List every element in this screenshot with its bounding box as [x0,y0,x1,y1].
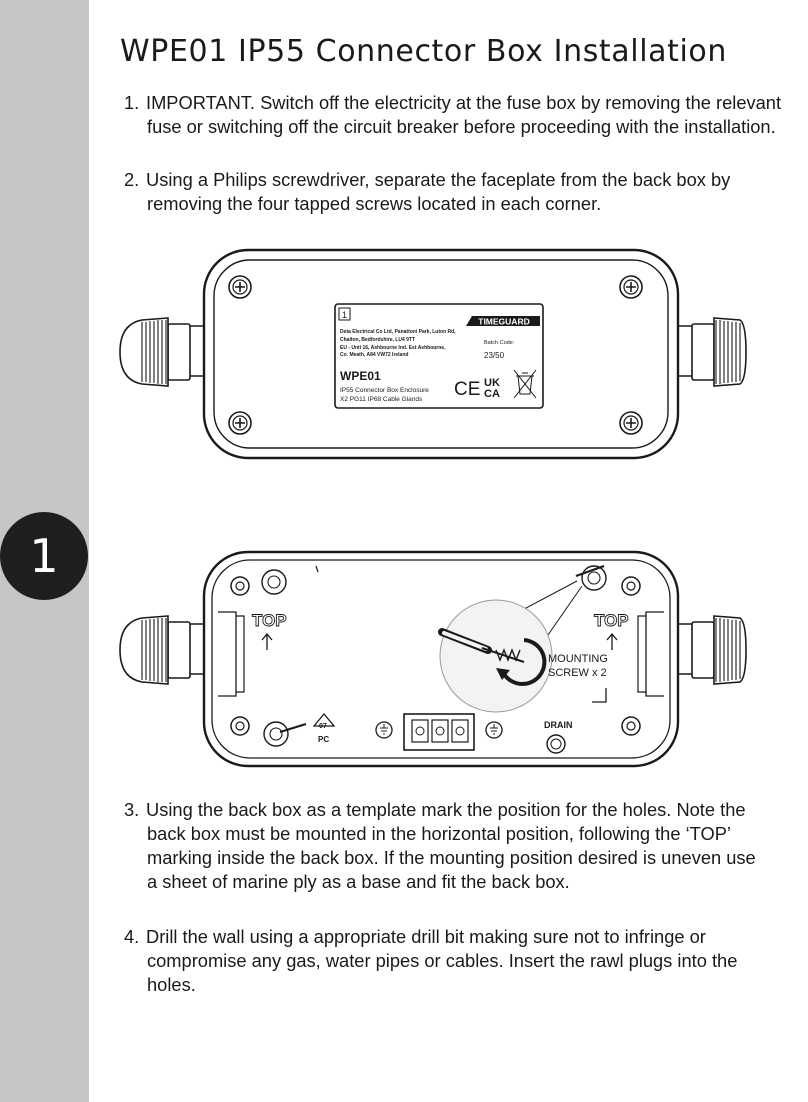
left-cable-gland-icon [119,615,207,685]
instruction-step-2: 2. Using a Philips screwdriver, separate … [124,168,730,216]
material-code: 07 [319,723,327,730]
brand-logo: TIMEGUARD [478,317,529,327]
mounting-hole-icon [263,721,307,747]
product-label: 1 TIMEGUARD Deta Electrical Co Ltd, Pana… [334,303,544,409]
corner-hole-icon [621,716,641,736]
screw-icon [228,275,252,299]
left-cable-gland-icon [119,317,207,387]
right-cable-gland-icon [675,615,747,685]
screwdriver-icon [438,628,525,663]
page-number-badge: 1 [0,512,88,600]
page-title: WPE01 IP55 Connector Box Installation [120,34,727,69]
step-line: holes. [147,974,196,995]
instruction-step-3: 3. Using the back box as a template mark … [124,798,756,894]
step-line: back box must be mounted in the horizont… [147,823,731,844]
terminal-block-icon [403,713,475,751]
drain-hole-icon [546,734,566,754]
step-line: marking inside the back box. If the moun… [147,847,756,868]
step-line: Drill the wall using a appropriate drill… [146,926,706,947]
batch-label: Batch Code: [484,340,515,346]
instruction-step-4: 4. Drill the wall using a appropriate dri… [124,925,737,997]
corner-hole-icon [621,576,641,596]
description-line: X2 PG11 IP68 Cable Glands [340,396,423,403]
right-cable-gland-icon [675,317,747,387]
screw-icon [619,275,643,299]
corner-hole-icon [230,716,250,736]
step-number: 1. [124,92,140,113]
address-line: EU - Unit 16, Ashbourne Ind. Est Ashbour… [340,345,446,351]
zoom-callout [439,599,553,713]
material-type: PC [318,735,329,744]
step-line: compromise any gas, water pipes or cable… [147,950,738,971]
up-arrow-icon [606,632,618,650]
rotate-arrow-icon [502,638,547,686]
ukca-mark-icon: UK [484,377,500,389]
mounting-screw-count: SCREW x 2 [548,667,607,679]
screw-icon [228,411,252,435]
recycle-pc-icon: 07 PC [312,712,336,744]
open-backbox-diagram: TOP TOP MOUNTING SCREW x 2 07 PC DRAIN [119,550,747,768]
up-arrow-icon [261,632,273,650]
step-line: a sheet of marine ply as a base and fit … [147,871,570,892]
step-line: Using the back box as a template mark th… [146,799,746,820]
mounting-hole-icon [261,569,287,595]
address-line: Chalton, Bedfordshire, LU4 9TT [340,337,415,343]
instruction-step-1: 1. IMPORTANT. Switch off the electricity … [124,91,781,139]
ce-mark-icon: CE [454,379,480,400]
top-marking-left: TOP [252,611,287,630]
description-line: IP55 Connector Box Enclosure [340,387,429,394]
step-line: Using a Philips screwdriver, separate th… [146,169,731,190]
drain-label: DRAIN [544,720,573,730]
model-name: WPE01 [340,369,381,383]
step-line: removing the four tapped screws located … [147,193,602,214]
earth-terminal-icon [485,721,503,739]
corner-hole-icon [230,576,250,596]
step-number: 2. [124,169,140,190]
step-number: 4. [124,926,140,947]
top-marking-right: TOP [594,611,629,630]
address-line: Co. Meath, A84 VW72 Ireland [340,352,408,358]
mounting-screw-label: MOUNTING [548,653,608,665]
closed-box-diagram: 1 TIMEGUARD Deta Electrical Co Ltd, Pana… [119,248,747,460]
weee-bin-icon [513,369,537,399]
screw-icon [619,411,643,435]
address-line: Deta Electrical Co Ltd, Panattoni Park, … [340,329,456,335]
batch-code: 23/50 [484,351,505,360]
step-line: IMPORTANT. Switch off the electricity at… [146,92,782,113]
mounting-hole-icon [575,564,607,591]
ukca-mark-text: CA [484,388,500,400]
earth-terminal-icon [375,721,393,739]
step-number: 3. [124,799,140,820]
step-line: fuse or switching off the circuit breake… [147,116,776,137]
label-index: 1 [342,310,347,320]
